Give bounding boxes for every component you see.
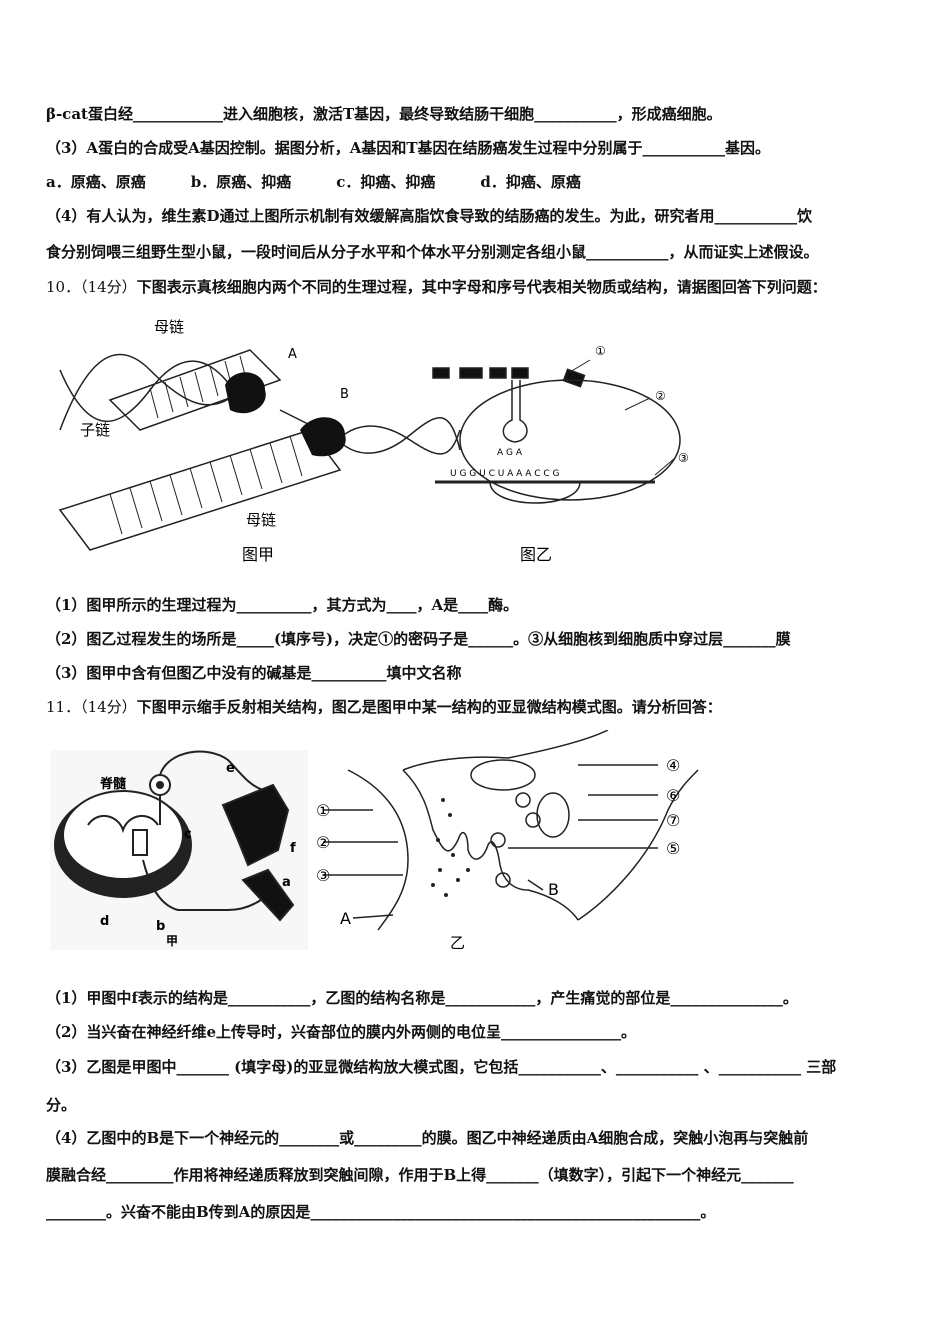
label-circle-3: ③ — [678, 451, 689, 465]
label-circle-6: ⑥ — [666, 786, 680, 805]
question-10-stem: 10．（14分）下图表示真核细胞内两个不同的生理过程，其中字母和序号代表相关物质… — [46, 277, 827, 297]
caption-yi: 乙 — [450, 934, 465, 952]
question-11-3: （3）乙图是甲图中_______ (填字母)的亚显微结构放大模式图，它包括___… — [46, 1058, 837, 1076]
caption-figure-jia: 图甲 — [242, 545, 274, 564]
question-11-number: 11．（14分） — [46, 698, 137, 716]
options-line: a．原癌、原癌 b．原癌、抑癌 c．抑癌、抑癌 d．抑癌、原癌 — [46, 173, 581, 191]
label-circle-2: ② — [655, 389, 666, 403]
label-circle-5: ⑤ — [666, 839, 680, 858]
label-d: d — [100, 914, 109, 929]
label-b: b — [156, 919, 165, 934]
question-10-3: （3）图甲中含有但图乙中没有的碱基是__________填中文名称 — [46, 664, 462, 682]
label-circle-7: ⑦ — [666, 811, 680, 830]
label-e: e — [226, 761, 235, 776]
label-a-neuron: A — [340, 909, 351, 928]
question-10-1: （1）图甲所示的生理过程为__________，其方式为____，A是____酶… — [46, 596, 519, 614]
question-9-4: （4）有人认为，维生素D通过上图所示机制有效缓解高脂饮食导致的结肠癌的发生。为此… — [46, 207, 812, 225]
label-b-neuron: B — [548, 880, 559, 899]
question-11-4: （4）乙图中的B是下一个神经元的________或_________的膜。图乙中… — [46, 1129, 809, 1147]
question-11-text: 下图甲示缩手反射相关结构，图乙是图甲中某一结构的亚显微结构模式图。请分析回答： — [136, 698, 722, 716]
question-11-stem: 11．（14分）下图甲示缩手反射相关结构，图乙是图甲中某一结构的亚显微结构模式图… — [46, 697, 722, 717]
label-circle-1: ① — [595, 344, 606, 358]
label-c: c — [184, 827, 192, 842]
reflex-arc-diagram — [50, 750, 308, 950]
label-enzyme-a: A — [288, 347, 297, 362]
question-9-3: （3）A蛋白的合成受A基因控制。据图分析，A基因和T基因在结肠癌发生过程中分别属… — [46, 139, 771, 157]
label-enzyme-b: B — [340, 387, 349, 402]
label-circle-3: ③ — [316, 866, 330, 885]
question-10-text: 下图表示真核细胞内两个不同的生理过程，其中字母和序号代表相关物质或结构，请据图回… — [136, 278, 827, 296]
vesicle-dots — [431, 798, 470, 897]
caption-figure-yi: 图乙 — [520, 545, 552, 564]
mrna-sequence: U G G U C U A A A C C G — [450, 469, 560, 479]
label-parent-strand-bottom: 母链 — [246, 511, 276, 529]
question-10-2: （2）图乙过程发生的场所是_____(填序号)，决定①的密码子是______。③… — [46, 630, 791, 648]
label-f: f — [290, 841, 296, 856]
figure-11: 脊髓 e c f a d b 甲 ① ② ③ A B ④ ⑥ ⑦ ⑤ 乙 — [50, 730, 699, 952]
question-11-4-cont: 膜融合经_________作用将神经递质释放到突触间隙，作用于B上得______… — [46, 1166, 794, 1184]
anticodon-label: A G A — [497, 448, 523, 458]
synapse-diagram — [323, 730, 699, 931]
question-11-3-cont: 分。 — [46, 1096, 77, 1114]
translation-diagram — [432, 359, 681, 504]
label-parent-strand-top: 母链 — [154, 318, 184, 336]
label-circle-2: ② — [316, 833, 330, 852]
figure-10: 母链 A B 子链 母链 图甲 ① ② ③ A G A U G G U C U … — [58, 318, 689, 564]
helicase-shape — [225, 372, 266, 414]
question-11-1: （1）甲图中f表示的结构是___________，乙图的结构名称是_______… — [46, 989, 798, 1007]
caption-jia: 甲 — [166, 934, 178, 948]
label-spinal-cord: 脊髓 — [99, 776, 127, 792]
question-11-2: （2）当兴奋在神经纤维e上传导时，兴奋部位的膜内外两侧的电位呈_________… — [46, 1023, 636, 1041]
label-circle-4: ④ — [666, 756, 680, 775]
polymerase-shape — [300, 417, 346, 457]
label-daughter-strand: 子链 — [80, 421, 110, 439]
text-line-1: β-cat蛋白经____________进入细胞核，激活T基因，最终导致结肠干细… — [46, 105, 722, 123]
question-10-number: 10．（14分） — [46, 278, 137, 296]
label-circle-1: ① — [316, 801, 330, 820]
question-11-4-end: ________。兴奋不能由B传到A的原因是__________________… — [46, 1203, 716, 1221]
label-a: a — [282, 875, 291, 890]
question-9-4-cont: 食分别饲喂三组野生型小鼠，一段时间后从分子水平和个体水平分别测定各组小鼠____… — [46, 243, 819, 261]
